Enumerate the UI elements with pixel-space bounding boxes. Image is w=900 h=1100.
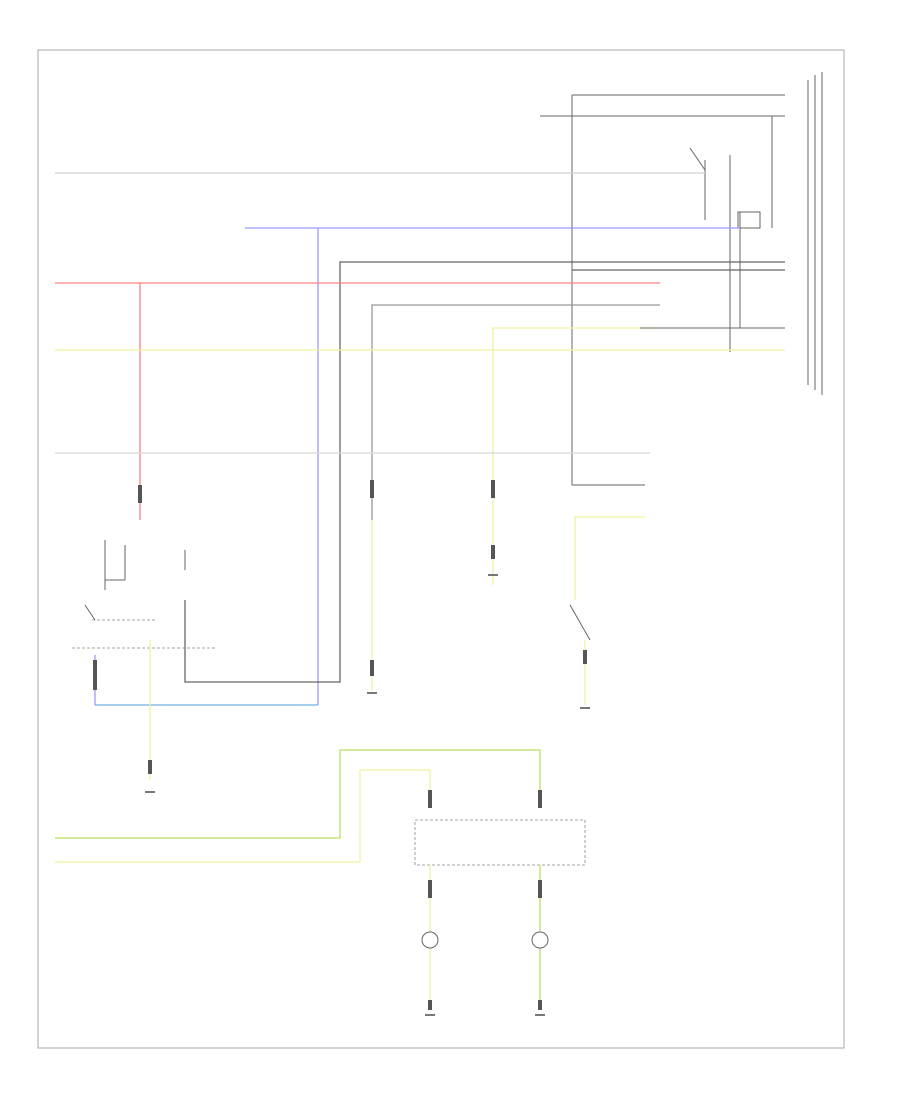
switch-assembly-left [72,540,318,780]
dark-wires [184,261,785,683]
blue-wire [245,227,740,705]
diagram-border [37,49,845,1049]
lamp-module-box [414,819,586,866]
top-wires [540,94,785,352]
connector-markers [93,480,587,1010]
sensor-wire [569,516,645,705]
ground-symbols [145,574,590,1016]
yellow-wires [55,327,785,690]
gray-wire-switch [371,304,660,520]
bottom-wires [55,749,541,863]
connector-bus-lines [807,72,823,395]
red-wire [55,282,660,520]
